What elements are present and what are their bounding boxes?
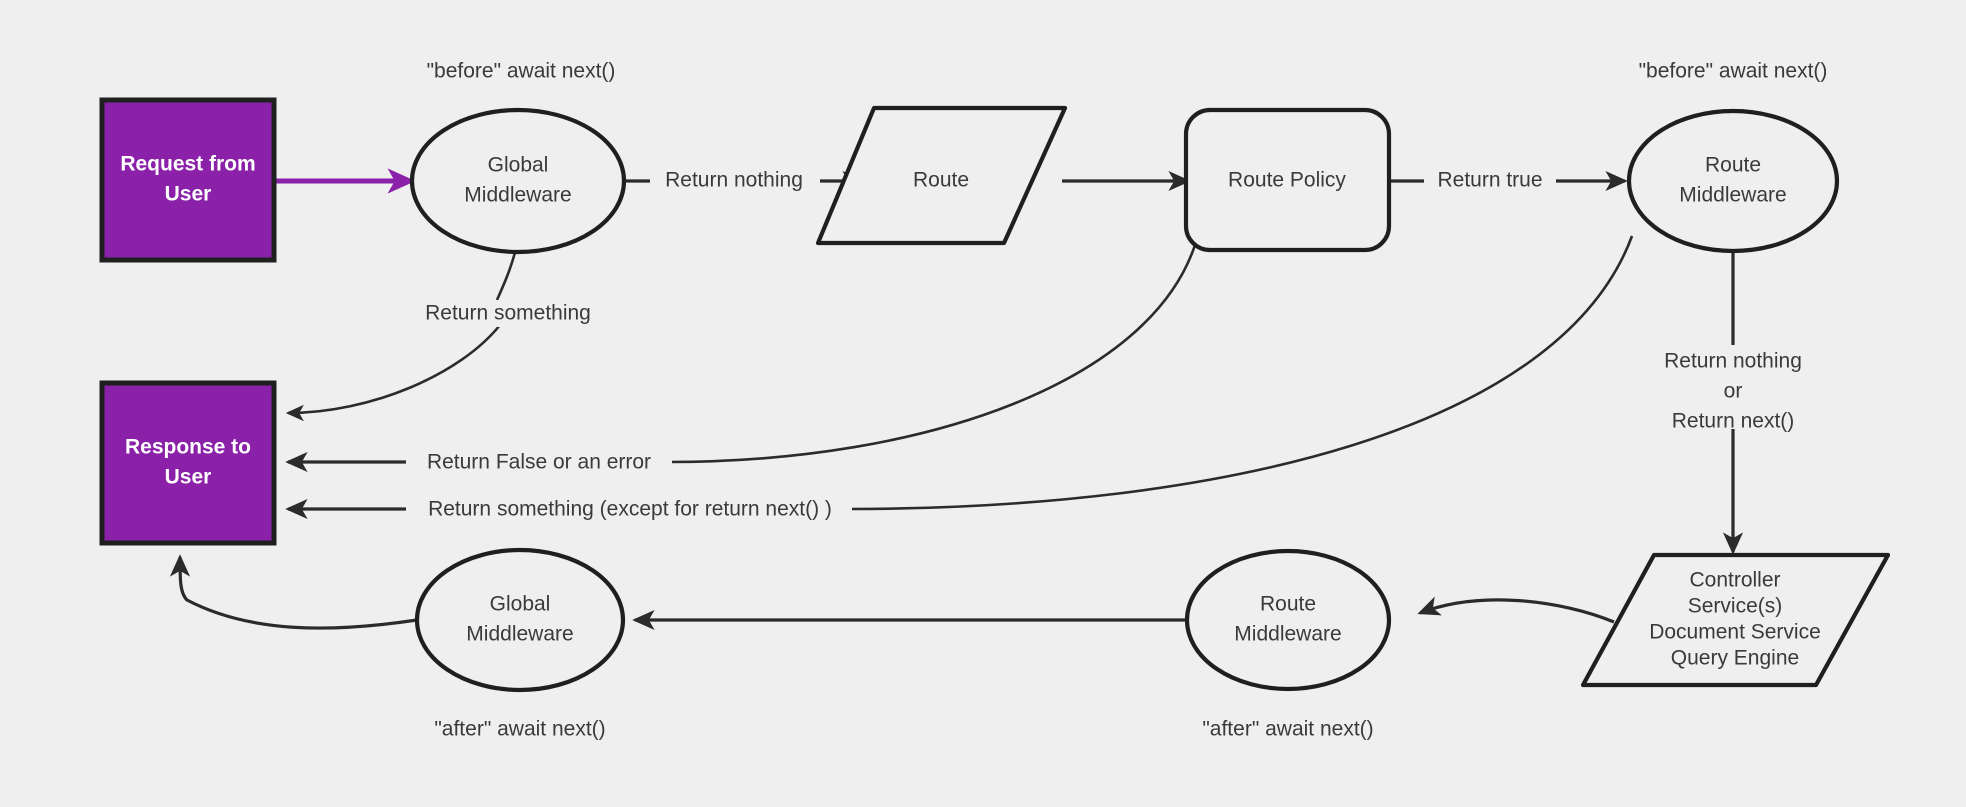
annotation-after-await-next-right: "after" await next() [1202,718,1373,741]
label-bg-return-something-except-next [406,496,852,523]
edge-label-return-nothing-or-next-line3: Return next() [1672,410,1795,433]
edge-label-return-nothing: Return nothing [665,169,803,192]
edge-label-return-something-top: Return something [425,302,591,325]
edge-route-middleware-return-something [847,235,1634,511]
node-request-from-user-label-line2: User [165,183,212,206]
node-global-middleware-top[interactable] [409,107,627,255]
annotation-before-await-next-left: "before" await next() [427,60,616,83]
annotation-before-await-next-right: "before" await next() [1639,60,1828,83]
label-bg-return-nothing-or-next [1648,348,1820,429]
edge-label-return-nothing-or-next-line2: or [1724,380,1743,403]
node-request-from-user[interactable] [99,97,277,263]
node-route-middleware-bottom-label-line2: Middleware [1234,623,1341,646]
node-controller-services-label-line4: Query Engine [1671,647,1799,670]
node-global-middleware-top-label-line2: Middleware [464,184,571,207]
node-response-to-user[interactable] [99,380,277,546]
edge-label-return-true: Return true [1437,169,1542,192]
edge-global-middleware-return-something-lower [285,324,502,422]
edge-label-return-something-except-next: Return something (except for return next… [428,498,832,521]
node-controller-services[interactable] [1580,552,1891,688]
node-global-middleware-bottom-label-line2: Middleware [466,623,573,646]
node-controller-services-label-line3: Document Service [1649,621,1821,644]
node-global-middleware-top-label-line1: Global [488,154,549,177]
edge-global-middleware-bottom-to-response [169,554,418,630]
label-bg-return-false-or-error [406,449,672,476]
node-route-middleware-top-label-line1: Route [1705,154,1761,177]
label-bg-return-nothing [650,168,820,195]
annotation-after-await-next-left: "after" await next() [434,718,605,741]
node-route-middleware-bottom-label-line1: Route [1260,593,1316,616]
label-bg-return-true [1424,168,1556,195]
node-controller-services-label-line2: Service(s) [1688,595,1783,618]
node-route-middleware-top-label-line2: Middleware [1679,184,1786,207]
edge-label-return-nothing-or-next-line1: Return nothing [1664,350,1802,373]
edge-controller-to-route-middleware-bottom [1417,596,1615,624]
node-route-label: Route [913,169,969,192]
node-controller-services-label-line1: Controller [1689,569,1780,592]
node-route-policy-label: Route Policy [1228,169,1346,192]
node-global-middleware-bottom[interactable] [414,547,626,693]
node-route-middleware-top[interactable] [1626,108,1840,254]
node-route-policy[interactable] [1183,107,1392,253]
node-route-middleware-bottom[interactable] [1184,548,1392,692]
node-response-to-user-label-line2: User [165,466,212,489]
node-response-to-user-label-line1: Response to [125,436,251,459]
edge-label-return-false-or-error: Return False or an error [427,451,651,474]
node-route[interactable] [815,105,1068,246]
label-bg-return-something-top [409,300,589,327]
node-request-from-user-label-line1: Request from [120,153,255,176]
edge-route-policy-return-false [667,244,1197,464]
node-global-middleware-bottom-label-line1: Global [490,593,551,616]
